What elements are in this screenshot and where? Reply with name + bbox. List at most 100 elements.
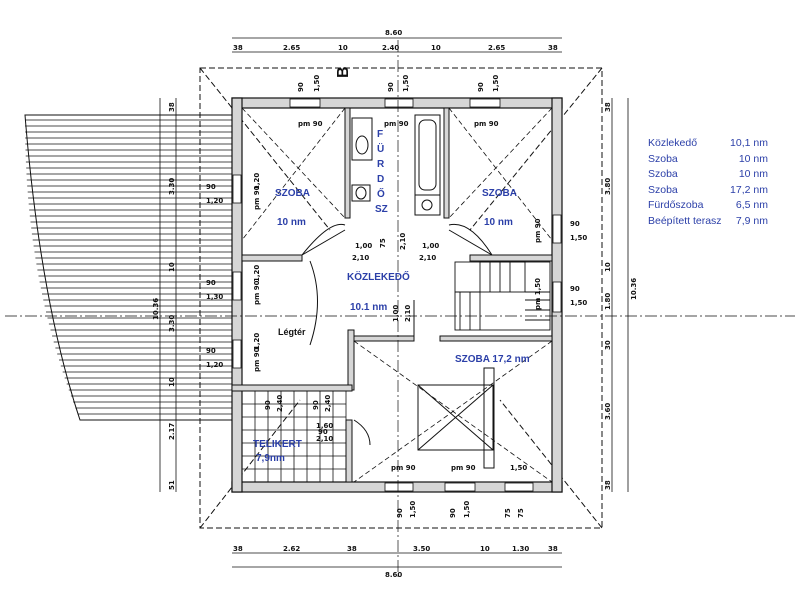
bed: [417, 367, 495, 469]
room-label-szoba-right: SZOBA: [482, 188, 517, 199]
right-dim-part: 10: [604, 262, 612, 272]
room-label-furdo-letter: Ő: [377, 187, 385, 200]
window-label: 1,20: [253, 333, 261, 350]
room-label-legter: Légtér: [278, 327, 306, 337]
telikert-label: 2,40: [276, 395, 284, 412]
right-total-dim: 10.36: [630, 278, 638, 300]
left-dim-part: 3.30: [168, 178, 176, 195]
room-label-furdo-letter: R: [377, 159, 385, 170]
room-label-szoba-big: SZOBA 17,2 nm: [455, 354, 530, 365]
telikert-label: 90: [264, 400, 272, 410]
dimension-lines: [159, 37, 629, 568]
axis-lines: [5, 40, 795, 580]
legend-row: Fürdőszoba 6,5 nm: [648, 198, 768, 214]
window-label: 1,50: [570, 299, 587, 307]
top-dims: 38 2.65 10 2.40 10 2.65 38: [233, 44, 558, 52]
window-label: 1,50: [492, 75, 500, 92]
doors: [301, 223, 493, 446]
bathroom-fixtures: [351, 114, 441, 216]
right-dim-part: 38: [604, 480, 612, 490]
legend-row: Szoba 10 nm: [648, 167, 768, 183]
legend-value: 10,1 nm: [730, 137, 768, 149]
room-diagonals: [241, 107, 553, 483]
door-label: 1,00: [392, 305, 400, 322]
legend-label: Beépített terasz: [648, 214, 722, 227]
telikert-label: 90: [312, 400, 320, 410]
window-label: 1,20: [206, 361, 223, 369]
window-label: 1,50: [409, 501, 417, 518]
right-dims: 38 3.80 10 1.80 30 3.60 38 10.36: [604, 102, 638, 490]
window-label: pm 90: [451, 464, 476, 472]
window-label: pm 1,50: [534, 278, 542, 310]
window-label: 1,50: [402, 75, 410, 92]
window-label: 90: [297, 82, 305, 92]
window-label: 75: [517, 508, 525, 518]
door-label: 1,00: [355, 242, 372, 250]
window-label: 1,50: [463, 501, 471, 518]
door-label: 2,10: [404, 305, 412, 322]
bottom-dim-part: 3.50: [413, 545, 430, 553]
room-label-kozlekedo: KÖZLEKEDŐ: [347, 270, 410, 283]
window-label: pm 90: [474, 120, 499, 128]
window-label: 90: [387, 82, 395, 92]
room-label-szoba-left: SZOBA: [275, 188, 310, 199]
telikert-grid: [241, 390, 347, 483]
legend-value: 17,2 nm: [730, 183, 768, 196]
window-label: pm 90: [253, 280, 261, 305]
bottom-dim-part: 10: [480, 545, 490, 553]
telikert-label: 90: [318, 428, 328, 436]
telikert-label: 1,60: [316, 422, 333, 430]
window-label: 90: [396, 508, 404, 518]
door-label: 1,00: [422, 242, 439, 250]
top-dim-part: 2.40: [382, 44, 399, 52]
bottom-dim-part: 38: [548, 545, 558, 553]
legend-label: Szoba: [648, 152, 678, 165]
right-dim-part: 3.80: [604, 178, 612, 195]
legend-label: Szoba: [648, 183, 678, 196]
window-label: 90: [477, 82, 485, 92]
window-label: 90: [206, 183, 216, 191]
left-dim-part: 10: [168, 377, 176, 387]
legend-row: Közlekedő 10,1 nm: [648, 136, 768, 152]
top-dim-part: 38: [548, 44, 558, 52]
door-label: 2,10: [419, 254, 436, 262]
legend-row: Szoba 10 nm: [648, 152, 768, 168]
left-dim-part: 3.30: [168, 315, 176, 332]
window-label: 1,50: [313, 75, 321, 92]
staircase: [454, 261, 551, 331]
left-dim-part: 51: [168, 480, 176, 490]
bottom-dim-part: 2.62: [283, 545, 300, 553]
window-label: 90: [206, 347, 216, 355]
top-dim-part: 10: [338, 44, 348, 52]
door-label: 2,10: [352, 254, 369, 262]
window-label: pm 90: [298, 120, 323, 128]
legend-value: 10 nm: [738, 168, 768, 180]
top-dim-part: 10: [431, 44, 441, 52]
window-label: 1,20: [253, 173, 261, 190]
terrace-hatch: [24, 114, 233, 421]
top-dim-part: 38: [233, 44, 243, 52]
legend-value: 6,5 nm: [735, 199, 768, 211]
legend-value: 7,9 nm: [735, 214, 768, 227]
window-label: 90: [570, 220, 580, 228]
window-label: pm 90: [534, 218, 542, 243]
window-label: pm 90: [253, 347, 261, 372]
top-dim-part: 2.65: [283, 44, 300, 52]
window-label: 1,20: [253, 265, 261, 282]
window-label: 90: [206, 279, 216, 287]
left-dim-part: 38: [168, 102, 176, 112]
left-total-dim: 10.36: [152, 298, 160, 320]
area-legend: Közlekedő 10,1 nm Szoba 10 nm Szoba 10 n…: [648, 136, 768, 229]
roof-outline: [199, 67, 603, 529]
window-label: 75: [504, 508, 512, 518]
window-label: 1,20: [206, 197, 223, 205]
top-dim-part: 2.65: [488, 44, 505, 52]
bottom-dims: 38 2.62 38 3.50 10 1.30 38: [233, 545, 558, 553]
legend-value: 10 nm: [738, 152, 768, 165]
window-label: pm 90: [384, 120, 409, 128]
legend-row: Szoba 17,2 nm: [648, 183, 768, 199]
room-area-szoba-right: 10 nm: [484, 217, 513, 228]
window-labels: pm 90 pm 90 pm 90 90 1,50 90 1,50 90 1,5…: [206, 75, 587, 518]
left-dims: 38 3.30 10 3.30 10 2.17 51 10.36: [152, 102, 176, 490]
